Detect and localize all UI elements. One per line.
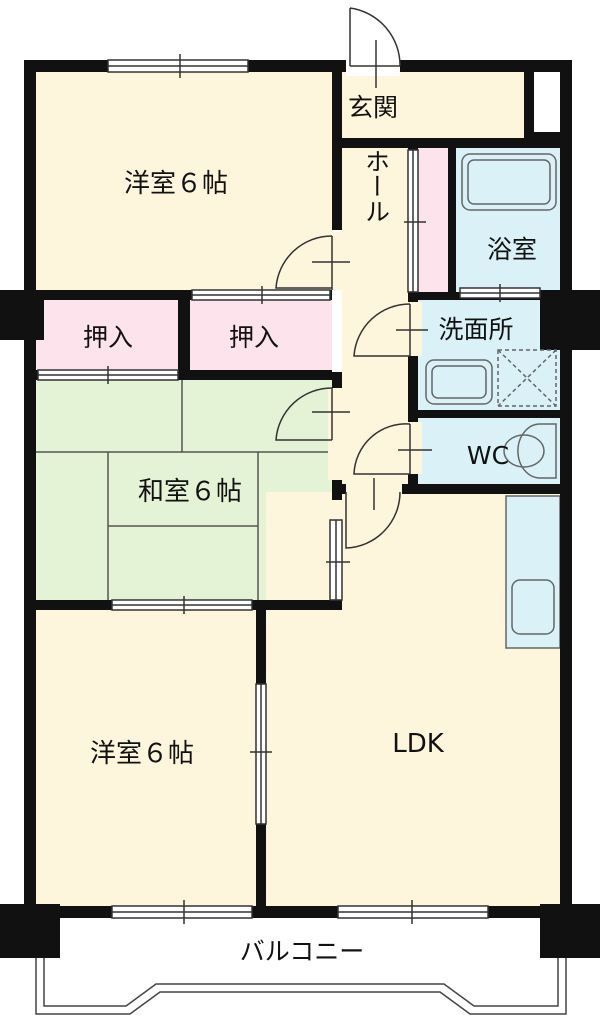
label-ldk: LDK [392, 729, 445, 759]
label-toilet: WC [467, 441, 509, 470]
room-western-top [36, 70, 332, 290]
kitchen-sink-icon [511, 579, 555, 635]
label-japanese: 和室６帖 [138, 477, 242, 507]
wash-basin-icon [425, 359, 493, 405]
room-western-bottom [36, 608, 258, 908]
room-washroom [418, 300, 560, 410]
label-western-top: 洋室６帖 [124, 169, 228, 199]
room-fills [36, 70, 561, 908]
label-hall-text: ホール [362, 149, 391, 224]
washing-machine-pan-icon [497, 349, 557, 407]
label-washroom: 洗面所 [438, 315, 513, 344]
bathtub-icon [461, 153, 557, 211]
toilet-icon [517, 423, 557, 479]
room-bath [456, 148, 560, 293]
fixtures [425, 153, 557, 635]
label-western-bottom: 洋室６帖 [90, 739, 194, 769]
label-bath: 浴室 [487, 235, 537, 264]
label-hall: ホール [362, 149, 391, 224]
room-closet-left [36, 300, 178, 370]
room-toilet [418, 418, 560, 484]
room-entrance [342, 70, 524, 138]
balcony [35, 958, 567, 1015]
label-closet-right: 押入 [229, 323, 279, 352]
windows [107, 54, 489, 924]
hall-closet [418, 148, 448, 293]
tatami-lines [36, 378, 332, 600]
label-entrance: 玄関 [348, 93, 398, 122]
room-closet-right [190, 300, 332, 370]
kitchen-counter [505, 495, 561, 649]
labels: 洋室６帖 玄関 ホール 浴室 押入 押入 洗面所 WC 和室６帖 洋室６帖 LD… [83, 93, 537, 966]
label-closet-left: 押入 [83, 323, 133, 352]
doors [37, 7, 541, 825]
label-balcony: バルコニー [240, 937, 365, 966]
